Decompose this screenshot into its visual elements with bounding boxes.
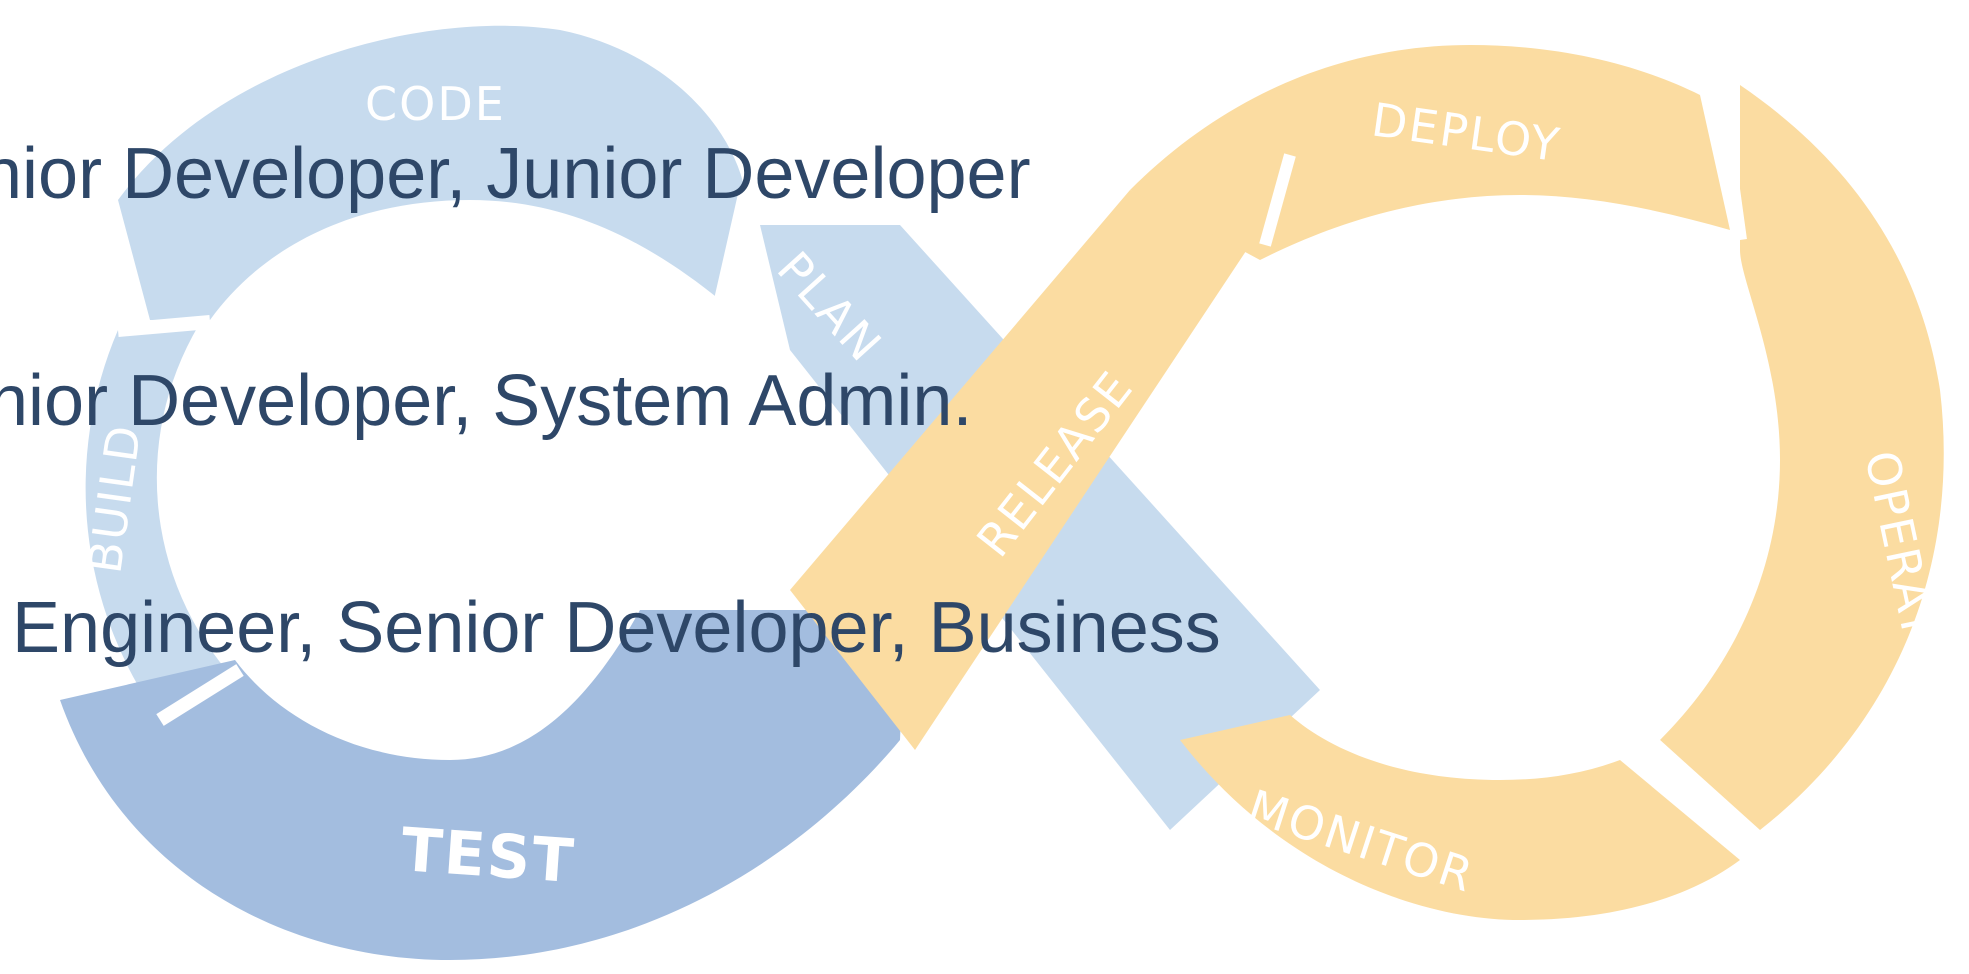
overlay-line-2-text: nior Developer, System Admin. — [0, 361, 973, 441]
overlay-line-3: Engineer, Senior Developer, Business — [12, 592, 1221, 664]
overlay-line-2: nior Developer, System Admin. — [0, 365, 972, 437]
overlay-line-3-text: Engineer, Senior Developer, Business — [12, 588, 1221, 668]
segment-operate — [1660, 85, 1944, 830]
segment-test — [60, 610, 905, 960]
right-loop — [790, 45, 1944, 920]
segment-code — [118, 25, 745, 321]
right-hole — [1260, 240, 1730, 710]
overlay-line-1: nior Developer, Junior Developer — [0, 138, 1031, 210]
label-test: TEST — [399, 815, 578, 897]
segment-monitor — [1180, 715, 1740, 920]
overlay-line-1-text: nior Developer, Junior Developer — [0, 134, 1031, 214]
label-code: CODE — [365, 77, 506, 131]
segment-release — [790, 190, 1250, 750]
segment-build — [85, 315, 236, 720]
left-hole — [220, 235, 680, 695]
